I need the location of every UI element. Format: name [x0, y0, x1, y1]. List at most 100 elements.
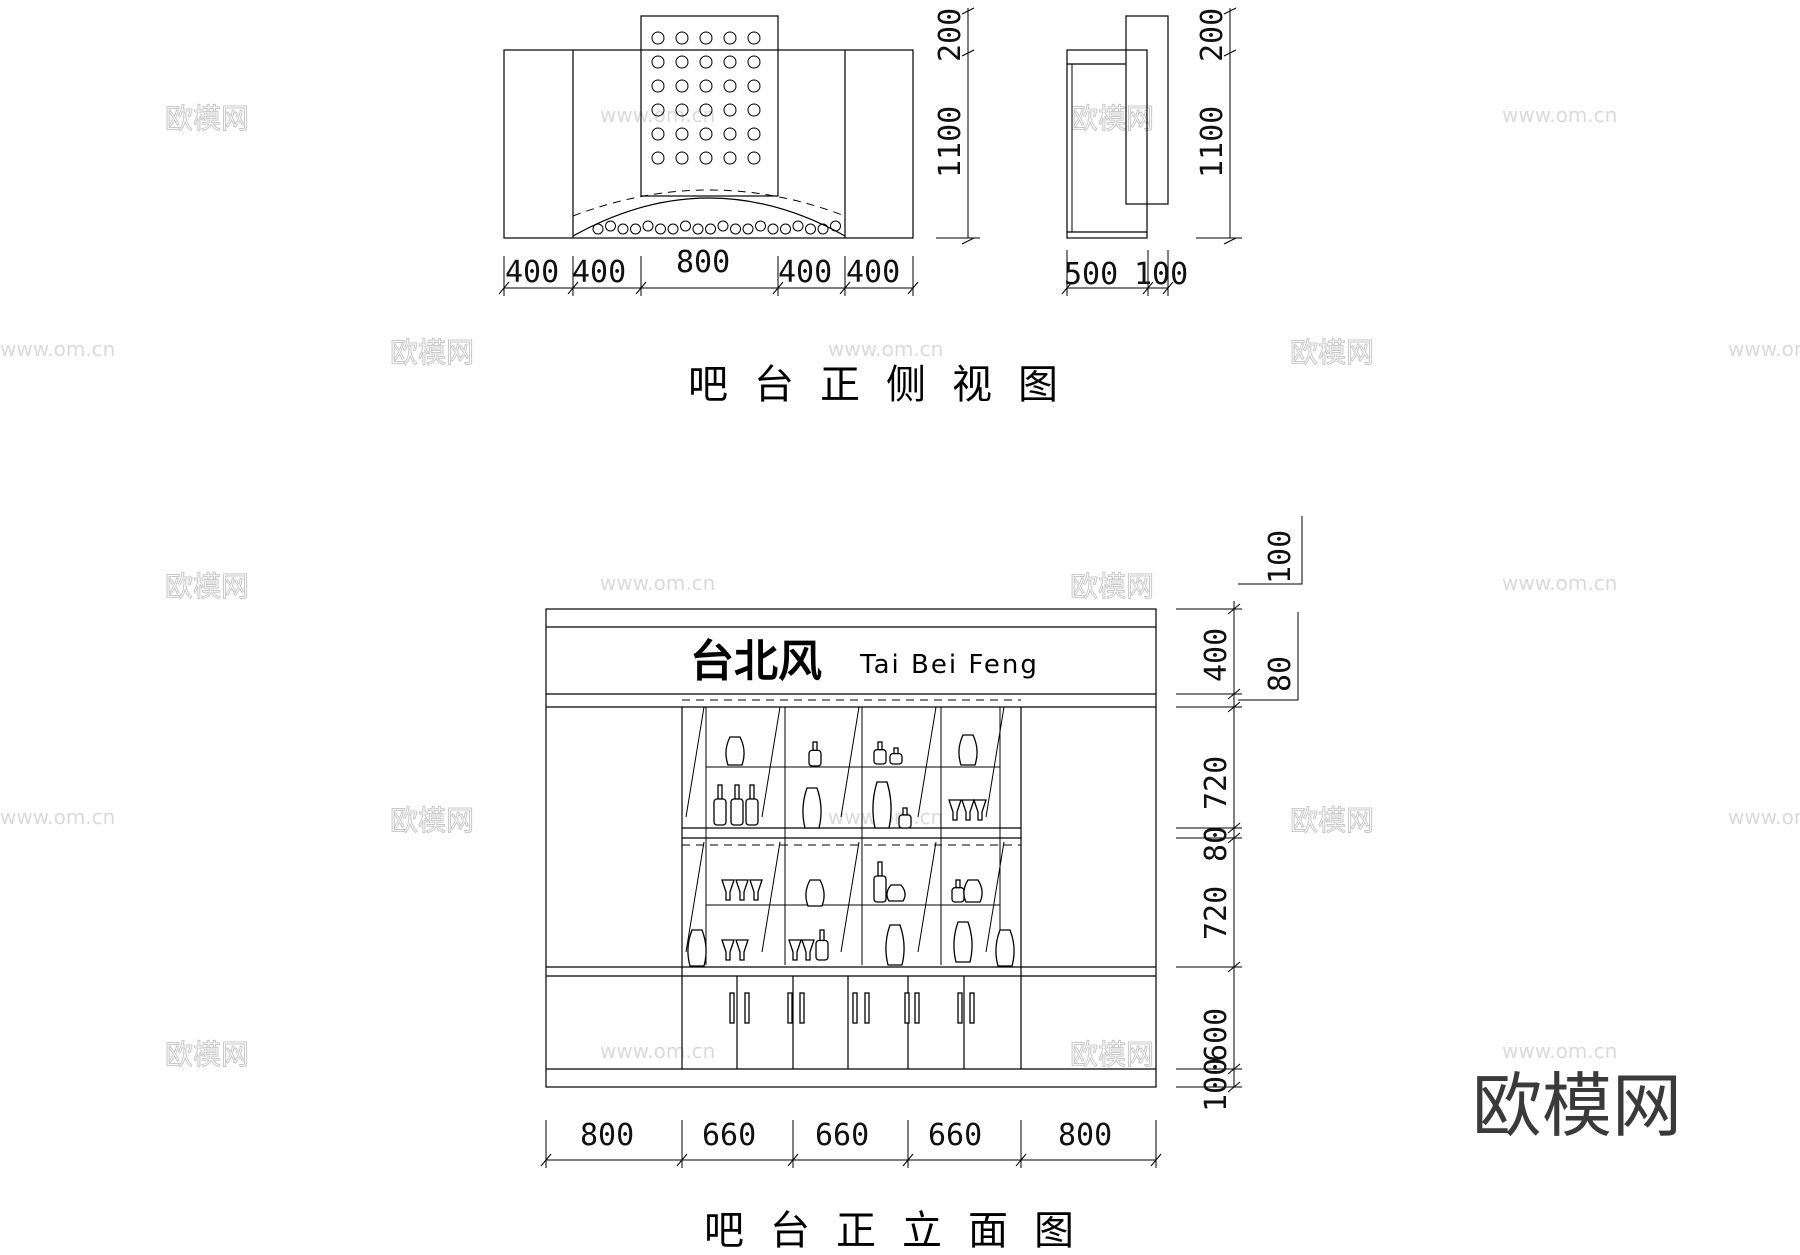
pebble: [817, 223, 829, 235]
dim-label: 400: [846, 255, 900, 290]
pebble: [705, 223, 716, 235]
watermark-url: www.om.cn: [1728, 805, 1800, 829]
light-ray: [917, 841, 937, 953]
pebble: [605, 220, 616, 232]
pebble: [780, 223, 791, 235]
bottle-icon: [893, 747, 899, 755]
light-ray: [840, 706, 860, 818]
light-ray: [917, 706, 937, 818]
bottle-icon: [873, 875, 887, 903]
panel-dot: [723, 127, 737, 141]
side-view-title: 吧台正侧视图: [688, 362, 1084, 408]
bottle-icon: [898, 814, 912, 829]
pebble: [630, 223, 641, 235]
watermark-text: 欧模网: [165, 1038, 249, 1071]
bottle-icon: [877, 861, 883, 877]
light-ray: [685, 841, 705, 953]
vase-icon: [885, 924, 905, 966]
brand-name-en: Tai Bei Feng: [859, 650, 1039, 680]
light-ray: [685, 706, 705, 818]
panel-dot: [723, 55, 737, 69]
vase-icon: [872, 781, 892, 829]
door-handle: [914, 992, 920, 1024]
dim-label: 660: [928, 1118, 982, 1153]
dim-label: 100: [1199, 1058, 1234, 1112]
panel-dot: [747, 79, 761, 93]
watermark-logo: 欧模网: [1472, 1065, 1682, 1147]
dim-label: 400: [572, 255, 626, 290]
dim-label: 1100: [1195, 106, 1230, 178]
watermark-text: 欧模网: [165, 570, 249, 603]
wineglass-icon: [801, 939, 815, 961]
wineglass-icon: [749, 879, 763, 901]
door-handle: [969, 992, 975, 1024]
dim-label: 660: [815, 1118, 869, 1153]
watermark-url: www.om.cn: [1728, 337, 1800, 361]
watermark-layer: 欧模网 欧模网 欧模网 欧模网 欧模网 欧模网 欧模网 欧模网 欧模网 欧模网 …: [0, 102, 1800, 1148]
dim-label: 200: [1195, 8, 1230, 62]
light-ray: [985, 706, 1005, 818]
panel-dot: [699, 79, 713, 93]
watermark-url: www.om.cn: [1502, 1039, 1617, 1063]
bottle-icon: [955, 879, 961, 889]
panel-dot: [675, 127, 689, 141]
panel-dot: [699, 31, 713, 45]
panel-dot: [675, 79, 689, 93]
arch-line: [572, 197, 846, 237]
door-handles: [729, 992, 975, 1024]
pebble: [717, 220, 729, 232]
display-shelf-grid: [705, 707, 1001, 965]
dim-label: 600: [1199, 1008, 1234, 1062]
cabinet-outline: [545, 608, 1157, 1088]
bottle-icon: [889, 752, 903, 765]
watermark-url: www.om.cn: [828, 337, 943, 361]
panel-dot: [747, 103, 761, 117]
vase-icon: [725, 736, 745, 766]
pebble: [755, 220, 766, 232]
watermark-url: www.om.cn: [600, 1039, 715, 1063]
dim-label: 100: [1263, 530, 1298, 584]
panel-dot: [675, 31, 689, 45]
panel-dot: [651, 31, 665, 45]
wineglass-icon: [735, 939, 749, 961]
dim-label: 400: [1199, 628, 1234, 682]
panel-dot: [651, 79, 665, 93]
watermark-text: 欧模网: [165, 102, 249, 135]
watermark-text: 欧模网: [1070, 1038, 1154, 1071]
panel-dot: [747, 127, 761, 141]
panel-dot: [651, 103, 665, 117]
bottle-icon: [873, 749, 887, 765]
dim-label: 800: [580, 1118, 634, 1153]
side-body: [1066, 49, 1148, 239]
bottle-icon: [730, 798, 744, 826]
dim-label: 660: [702, 1118, 756, 1153]
watermark-text: 欧模网: [1290, 336, 1374, 369]
wineglass-icon: [948, 799, 962, 821]
vase-icon: [953, 921, 973, 963]
pebble: [767, 223, 779, 235]
panel-dot: [723, 31, 737, 45]
door-handle: [864, 992, 870, 1024]
bottle-icon: [812, 741, 818, 752]
panel-dot: [699, 151, 713, 165]
panel-dot: [651, 127, 665, 141]
bottle-icon: [951, 887, 965, 903]
light-ray: [761, 706, 781, 818]
bar-front-view: 400 400 800 400 400 200 1100: [498, 7, 980, 296]
watermark-url: www.om.cn: [600, 103, 715, 127]
bottle-icon: [717, 784, 723, 800]
dim-label: 400: [505, 255, 559, 290]
light-ray: [761, 841, 781, 953]
bottle-icon: [815, 939, 829, 961]
pebble: [592, 223, 604, 235]
door-handle: [787, 992, 793, 1024]
shelf-light-rays: [685, 706, 1005, 953]
bottle-icon: [819, 929, 825, 942]
pebble: [617, 223, 629, 235]
panel-dot: [651, 55, 665, 69]
panel-dot: [747, 151, 761, 165]
dim-label: 200: [933, 8, 968, 62]
dim-label: 400: [778, 255, 832, 290]
wineglass-icon: [788, 939, 802, 961]
dim-label: 1100: [933, 106, 968, 178]
